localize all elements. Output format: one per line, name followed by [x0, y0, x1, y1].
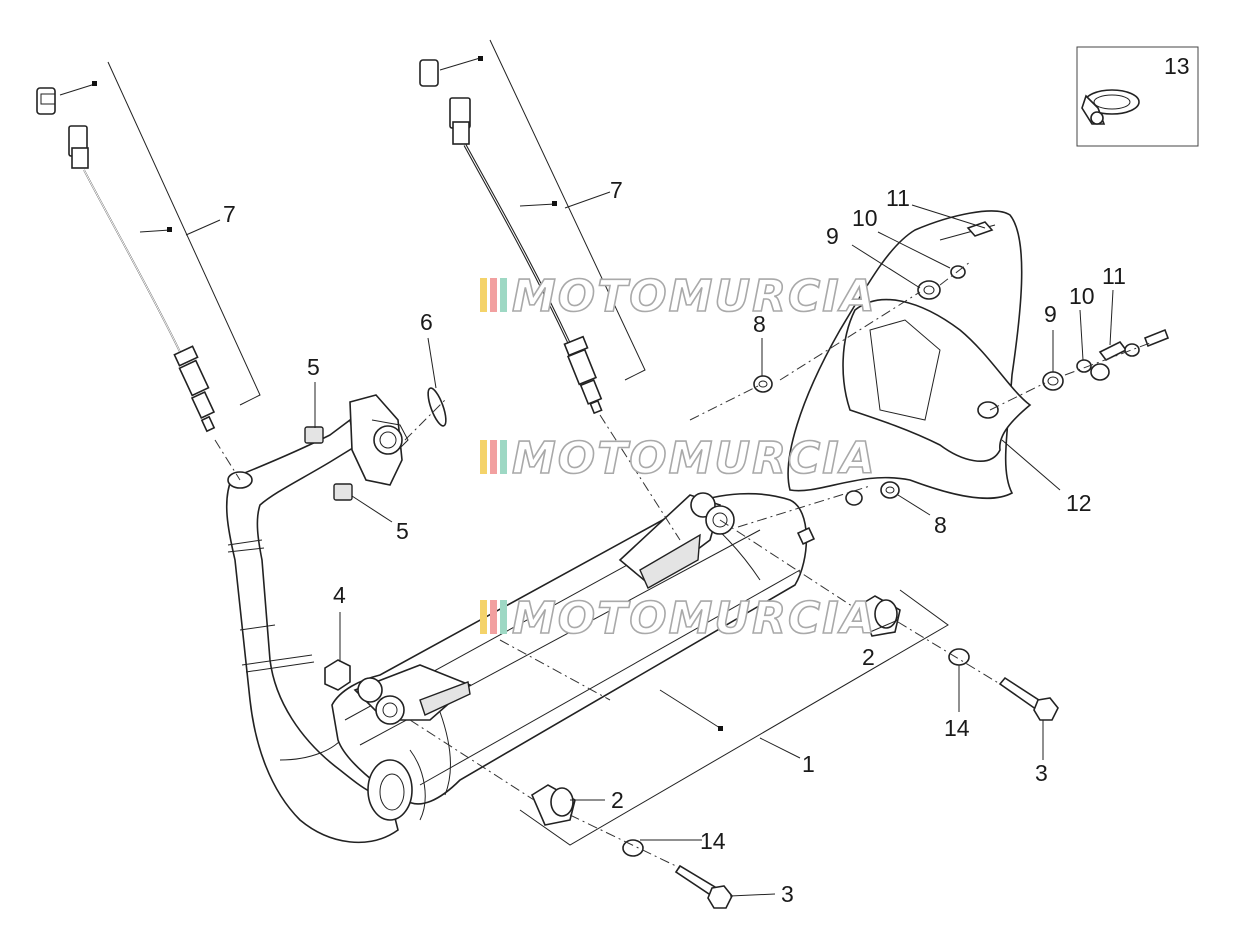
callout-6: 6	[420, 309, 433, 335]
bolt-upper	[998, 676, 1059, 721]
callout-9-right: 9	[1044, 301, 1057, 327]
callout-7-left: 7	[223, 201, 236, 227]
callout-8-upper: 8	[753, 311, 766, 337]
exhaust-header-pipe	[225, 418, 399, 844]
callout-2-upper: 2	[862, 644, 875, 670]
damper-9-lower	[1042, 371, 1064, 391]
callout-11-left: 11	[886, 185, 910, 211]
screw-11-upper	[966, 221, 994, 237]
muffler-bracket-front	[353, 664, 472, 725]
leader-lines	[59, 39, 1114, 897]
callout-9-left: 9	[826, 223, 839, 249]
callout-13: 13	[1164, 53, 1190, 79]
callout-3-lower: 3	[781, 881, 794, 907]
washer-lower	[622, 839, 644, 857]
grommet-8-upper	[753, 375, 773, 393]
assembly-axis-lines	[214, 261, 1151, 869]
gasket-ring	[427, 387, 447, 427]
watermark-text: MOTOMURCIA	[512, 593, 877, 644]
watermark-middle: MOTOMURCIA	[480, 432, 877, 485]
callout-4: 4	[333, 582, 346, 608]
callout-14-upper: 14	[944, 715, 970, 741]
muffler-bracket-rear	[618, 492, 735, 589]
inset-box-part-13	[1076, 46, 1199, 147]
washer-10-lower	[1076, 359, 1092, 373]
grommet-8-lower	[880, 481, 900, 499]
watermark-text: MOTOMURCIA	[512, 433, 877, 484]
bolt-lower	[674, 864, 733, 909]
rubber-bushing-upper	[859, 595, 901, 637]
damper-9-upper	[917, 280, 941, 300]
callout-7-center: 7	[610, 177, 623, 203]
callout-12: 12	[1066, 490, 1092, 516]
callout-1: 1	[802, 751, 815, 777]
hose-clamp-illustration	[1081, 89, 1140, 125]
callout-8-lower: 8	[934, 512, 947, 538]
callout-labels: 1 2 2 3 3 4 5 5 6 7 7 8 8 9 9 10 10 11 1…	[223, 53, 1190, 907]
callout-5-upper: 5	[307, 354, 320, 380]
watermark-bottom: MOTOMURCIA	[480, 592, 877, 645]
screw-11-lower	[1090, 340, 1128, 381]
callout-5-lower: 5	[396, 518, 409, 544]
spacer-upper	[304, 426, 324, 444]
heat-shield	[787, 210, 1032, 500]
watermark-text: MOTOMURCIA	[512, 271, 877, 322]
callout-11-right: 11	[1102, 263, 1126, 289]
oxygen-sensor-center	[419, 59, 603, 415]
callout-2-lower: 2	[611, 787, 624, 813]
watermark-top: MOTOMURCIA	[480, 270, 877, 323]
callout-3-upper: 3	[1035, 760, 1048, 786]
rubber-bushing-lower	[530, 784, 576, 826]
callout-14-lower: 14	[700, 828, 726, 854]
callout-10-right: 10	[1069, 283, 1095, 309]
muffler-body	[331, 492, 808, 821]
spacer-lower	[333, 483, 353, 501]
washer-upper	[948, 648, 970, 666]
oxygen-sensor-left	[36, 87, 216, 433]
nut	[324, 659, 351, 691]
callout-10-left: 10	[852, 205, 878, 231]
screw-far-right	[1124, 328, 1170, 357]
exhaust-flange	[349, 394, 409, 486]
